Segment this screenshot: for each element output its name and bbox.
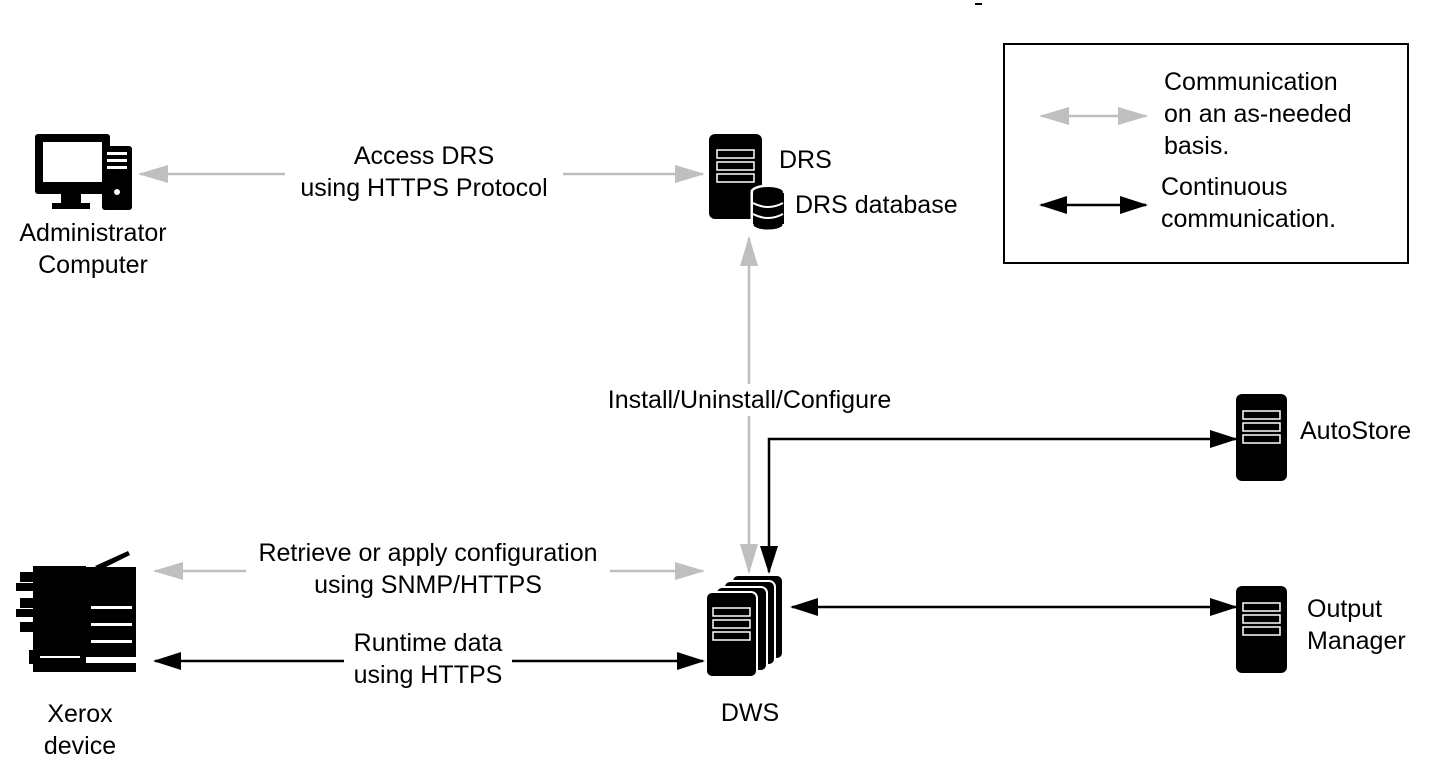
autostore-server-icon — [1236, 394, 1287, 481]
drs-server-icon — [709, 134, 762, 219]
legend-continuous-label: Continuous communication. — [1161, 173, 1337, 233]
edge-label-drs-dws: Install/Uninstall/Configure — [596, 384, 903, 416]
edge-label-xerox-dws-runtime: Runtime data using HTTPS — [344, 627, 512, 691]
node-label-dws: DWS — [720, 699, 780, 727]
node-label-autostore: AutoStore — [1300, 417, 1412, 445]
node-label-xerox-device: Xerox device — [43, 700, 117, 760]
desktop-computer-icon — [35, 134, 132, 210]
edge-label-xerox-dws-config: Retrieve or apply configuration using SN… — [246, 537, 610, 601]
arrow-dws-autostore — [760, 430, 1238, 574]
legend-as-needed-label: Communication on an as-needed basis. — [1164, 68, 1352, 160]
server-stack-icon — [705, 574, 784, 678]
legend-box — [1003, 43, 1409, 264]
printer-icon — [16, 551, 136, 672]
node-label-drs: DRS — [779, 146, 832, 174]
node-label-admin-computer: Administrator Computer — [19, 219, 167, 279]
output-manager-server-icon — [1236, 586, 1287, 673]
edge-label-admin-drs: Access DRS using HTTPS Protocol — [285, 140, 563, 204]
database-icon — [750, 184, 787, 233]
node-label-output-manager: Output Manager — [1307, 595, 1406, 655]
node-label-drs-database: DRS database — [795, 191, 958, 219]
